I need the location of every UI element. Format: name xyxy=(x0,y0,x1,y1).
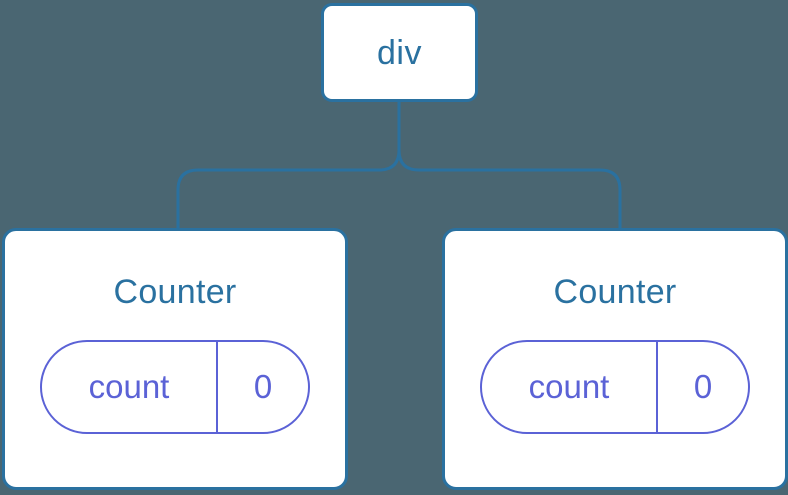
node-counter-right-label: Counter xyxy=(553,273,677,311)
node-counter-right[interactable]: Counter count 0 xyxy=(442,228,788,490)
node-counter-left[interactable]: Counter count 0 xyxy=(2,228,348,490)
state-pill-right[interactable]: count 0 xyxy=(480,340,750,434)
edge-root-to-right-counter xyxy=(397,101,622,231)
node-div-label: div xyxy=(377,33,422,72)
state-value-left: 0 xyxy=(216,342,308,432)
state-key-left: count xyxy=(88,367,170,405)
state-value-right: 0 xyxy=(656,342,748,432)
state-key-right: count xyxy=(528,367,610,405)
node-counter-left-label: Counter xyxy=(113,273,237,311)
node-div[interactable]: div xyxy=(321,3,478,102)
edge-root-to-left-counter xyxy=(176,101,401,231)
state-pill-left[interactable]: count 0 xyxy=(40,340,310,434)
